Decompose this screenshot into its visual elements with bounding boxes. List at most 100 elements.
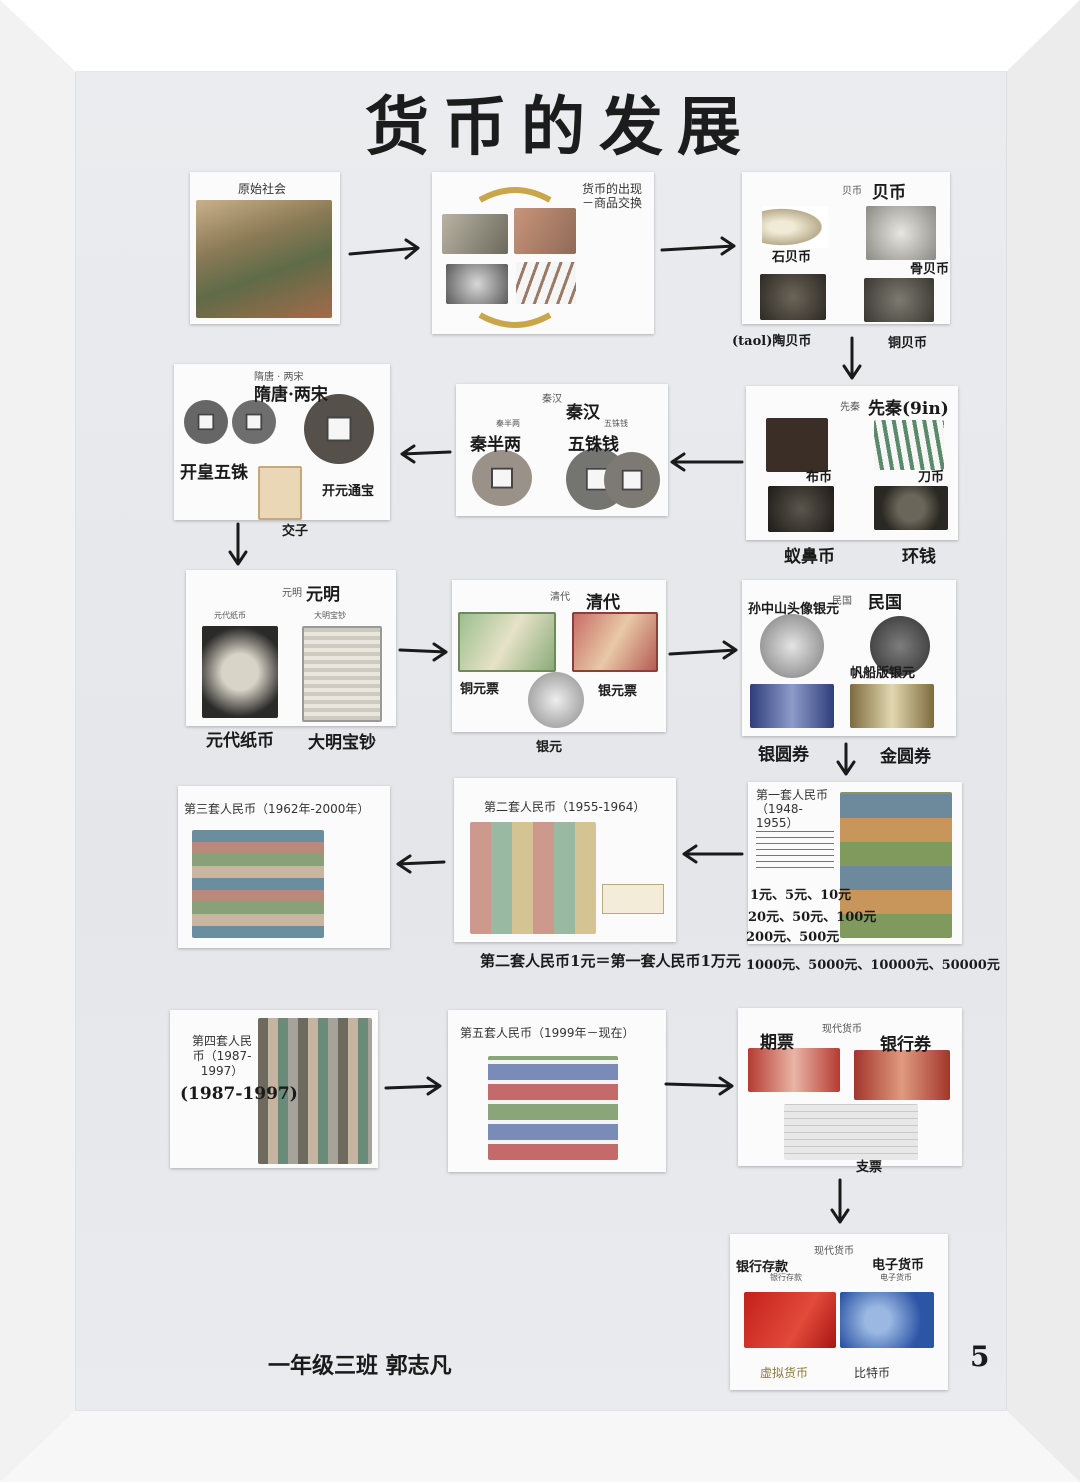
rmb1-denominations-3: 200元、500元 [746, 930, 840, 945]
cheque-label: 支票 [856, 1160, 883, 1175]
rmb1-denominations-1: 1元、5元、10元 [750, 888, 852, 903]
card-header-print: 民国 [832, 596, 852, 607]
stone-shell-photo [762, 206, 828, 248]
rmb4-years-hand: (1987-1997) [180, 1084, 298, 1104]
suitang-header-hand: 隋唐·两宋 [254, 385, 328, 405]
silver-note-photo [572, 612, 658, 672]
arrow-3 [842, 336, 862, 380]
card-label: 第三套人民币（1962年-2000年） [184, 802, 370, 816]
card-label: 原始社会 [238, 182, 287, 196]
card-republic: 民国 [742, 580, 956, 736]
copper-note-label: 铜元票 [460, 682, 500, 697]
card-header-print: 隋唐 · 两宋 [254, 372, 304, 383]
card-label: 第二套人民币（1955-1964） [484, 800, 646, 814]
card-shell-money: 贝币 [742, 172, 950, 324]
sun-silver-label: 孙中山头像银元 [748, 602, 840, 617]
card-header-print: 现代货币 [814, 1246, 854, 1257]
kaihuang-label: 开皇五铢 [180, 463, 248, 483]
arrow-8 [668, 640, 738, 660]
card-label: 第四套人民币（1987-1997） [191, 1034, 252, 1078]
card-label: 第一套人民币（1948-1955） [756, 788, 829, 830]
kaiyuan-coin [304, 394, 374, 464]
arrow-10 [682, 844, 744, 864]
yuan-paper-label: 元代纸币 [206, 731, 274, 751]
preqin-header-hand: 先秦(9in) [868, 399, 949, 419]
card-qin-han: 秦汉 秦半两 五铢钱 [456, 384, 668, 516]
barter-photo-1 [442, 214, 508, 254]
antnose-coin-label: 蚁鼻币 [784, 547, 835, 567]
card-qing: 清代 [452, 580, 666, 732]
rmb2-exchange-label: 第二套人民币1元＝第一套人民币1万元 [480, 952, 741, 970]
card-rmb-second: 第二套人民币（1955-1964） [454, 778, 676, 942]
sun-silver-coin [760, 614, 824, 678]
spade-coin-label: 布币 [806, 470, 833, 485]
bank-note-photo [854, 1050, 950, 1100]
ming-paper-label: 大明宝钞 [308, 733, 376, 753]
card-pre-qin: 先秦 [746, 386, 958, 540]
card-yuan-ming: 元明 元代纸币 大明宝钞 [186, 570, 396, 726]
card-header-print: 先秦 [840, 402, 860, 413]
card-rmb-third: 第三套人民币（1962年-2000年） [178, 786, 390, 948]
knife-coin-photo [874, 420, 944, 470]
card-rmb-fifth: 第五套人民币（1999年－现在） [448, 1010, 666, 1172]
wuzhu-print: 五铢钱 [604, 419, 628, 428]
minguo-header-hand: 民国 [868, 593, 902, 613]
barter-cycle-arrows [478, 187, 552, 328]
kaiyuan-label: 开元通宝 [322, 484, 375, 499]
stone-shell-label: 石贝币 [772, 250, 812, 265]
junk-silver-label: 帆船版银元 [850, 666, 916, 681]
rmb3-notes-collage [192, 830, 324, 938]
e-money-card [840, 1292, 934, 1348]
silver-note-label: 银元票 [598, 684, 638, 699]
barter-photo-4 [516, 262, 576, 304]
card-label: 第五套人民币（1999年－现在） [460, 1026, 635, 1040]
copper-note-photo [458, 612, 556, 672]
primitive-painting [196, 200, 332, 318]
junk-silver-coin [870, 616, 930, 676]
arrow-2 [660, 236, 736, 256]
arrow-1 [348, 238, 420, 260]
arrow-14 [830, 1178, 850, 1224]
silver-voucher-label: 银圆券 [758, 745, 809, 765]
card-modern-currency: 现代货币 [738, 1008, 962, 1166]
arrow-9 [836, 742, 856, 776]
ring-coin-photo [874, 486, 948, 530]
futures-label: 期票 [760, 1033, 794, 1053]
barter-photo-2 [514, 208, 576, 254]
bitcoin-print: 比特币 [854, 1366, 891, 1380]
banknote-label: 银行券 [880, 1035, 931, 1055]
silver-yuan-voucher [750, 684, 834, 728]
virtual-currency-print: 虚拟货币 [760, 1366, 809, 1380]
wuzhu-coin-2 [604, 452, 660, 508]
rmb1-denominations-4: 1000元、5000元、10000元、50000元 [746, 958, 1000, 973]
jiaozi-label: 交子 [282, 524, 309, 539]
silver-coin-photo [528, 672, 584, 728]
futures-note-photo [748, 1048, 840, 1092]
ming-paper-money [302, 626, 382, 722]
deposit-print: 银行存款 [770, 1273, 802, 1282]
deposit-label: 银行存款 [736, 1260, 789, 1275]
rmb2-exchange-note [602, 884, 664, 914]
kaihuang-coin-1 [184, 400, 228, 444]
author-signature: 一年级三班 郭志凡 [268, 1353, 452, 1379]
shell-header-hand: 贝币 [872, 183, 906, 203]
knife-coin-label: 刀币 [918, 470, 945, 485]
ecash-label: 电子货币 [872, 1258, 925, 1273]
arrow-6 [228, 522, 248, 566]
gold-yuan-voucher [850, 684, 934, 728]
bone-shell-photo [866, 206, 936, 260]
card-rmb-fourth: 第四套人民币（1987-1997） [170, 1010, 378, 1168]
ecash-print: 电子货币 [880, 1273, 912, 1282]
qinhan-header-hand: 秦汉 [566, 403, 600, 423]
copper-shell-photo [864, 278, 934, 322]
card-header-print: 贝币 [842, 186, 862, 197]
card-primitive-society: 原始社会 [190, 172, 340, 324]
arrow-4 [670, 452, 744, 472]
arrow-7 [398, 642, 448, 662]
yuanming-header-hand: 元明 [306, 585, 340, 605]
rmb4-notes-collage [258, 1018, 372, 1164]
rmb2-notes-grid [470, 822, 596, 934]
banliang-label: 秦半两 [470, 435, 521, 455]
card-header-print: 元明 [282, 588, 302, 599]
card-barter: 货币的出现－商品交换 [432, 172, 654, 334]
